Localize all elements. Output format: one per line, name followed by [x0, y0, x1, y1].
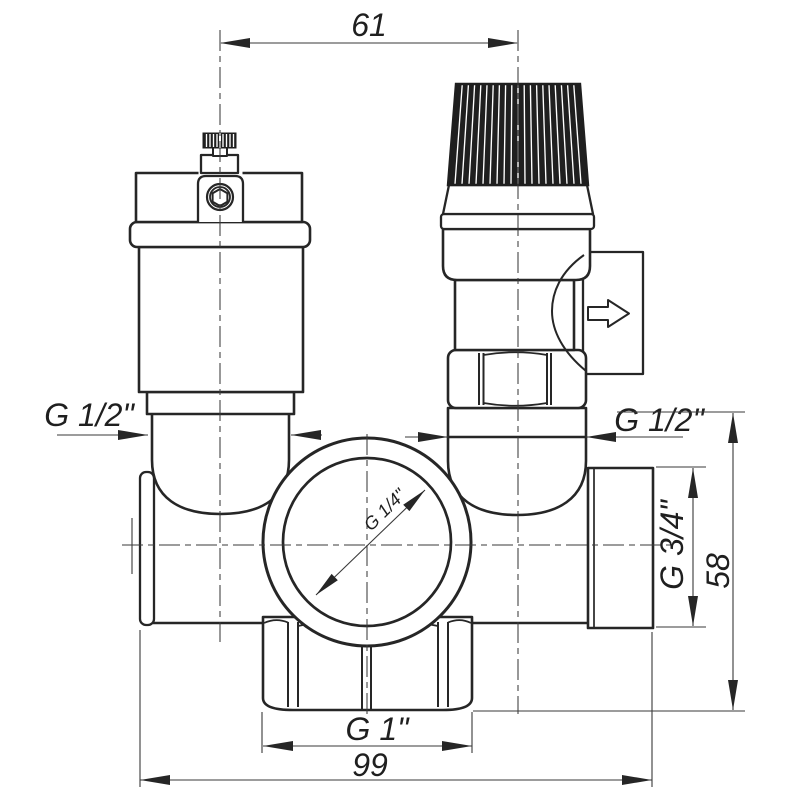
dimension-width-overall-label: 99: [352, 747, 388, 783]
dimension-width-top-label: 61: [351, 7, 387, 43]
union-nut-facet-lines: [287, 622, 449, 709]
right-port: [586, 466, 655, 630]
dimensions: 61 G 1/2" G 1/2" G 3/4" 58: [44, 7, 745, 787]
left-port-flange: [138, 470, 156, 627]
dimension-side-port-thread-label: G 3/4": [654, 499, 690, 590]
dimension-height-right-label: 58: [700, 553, 736, 589]
safety-valve-hex-nut: [446, 348, 588, 410]
dimension-height-right: 58: [473, 411, 745, 712]
dimension-side-port-thread: G 3/4": [654, 466, 706, 628]
dimension-width-overall: 99: [139, 630, 653, 787]
safety-valve-thread: [446, 406, 588, 439]
dimension-thread-right: G 1/2": [405, 402, 705, 442]
outlet-transition-curve: [550, 254, 587, 372]
air-vent-cylinder: [137, 245, 305, 394]
dimension-thread-bottom-label: G 1": [346, 711, 411, 747]
center-port-outer-circle: [261, 436, 473, 648]
safety-valve-upper-body: [441, 227, 592, 282]
center-port: [261, 436, 473, 648]
dimension-thread-left: G 1/2": [44, 397, 322, 440]
dimension-thread-left-label: G 1/2": [44, 397, 135, 433]
dimension-width-top: 61: [220, 7, 518, 48]
centerlines: [122, 30, 672, 714]
hex-nut-facet-lines: [478, 353, 552, 405]
safety-valve-inlet-tube: [446, 437, 588, 517]
dimension-thread-right-label: G 1/2": [614, 402, 705, 438]
flow-direction-arrow-icon: [587, 299, 630, 328]
hex-nut-facet-arcs: [483, 351, 548, 407]
dimension-thread-bottom: G 1": [261, 711, 473, 753]
